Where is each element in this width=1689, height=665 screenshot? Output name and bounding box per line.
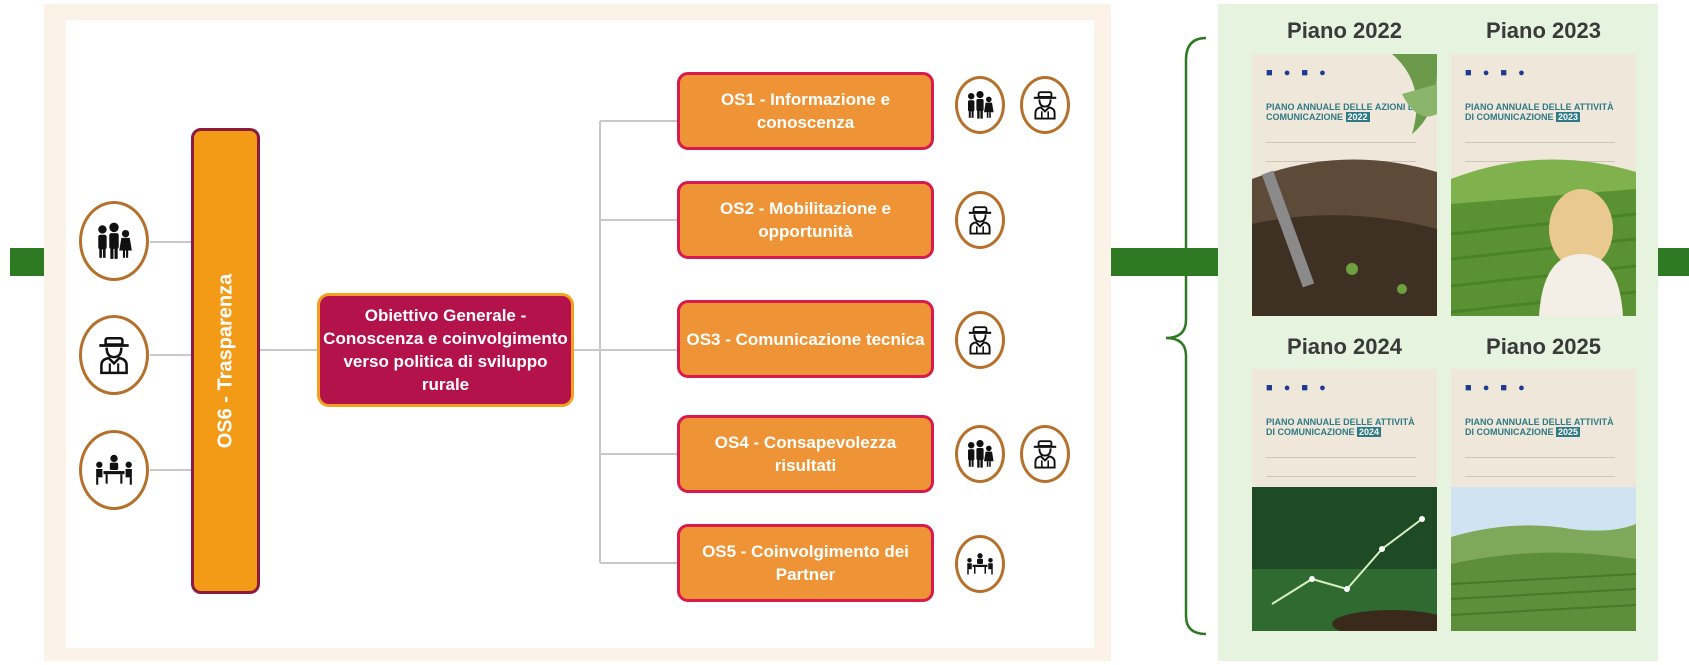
os5-box: OS5 - Coinvolgimento dei Partner — [677, 524, 934, 602]
os3-box: OS3 - Comunicazione tecnica — [677, 300, 934, 378]
families-icon — [955, 76, 1005, 134]
cover-title-text: PIANO ANNUALE DELLE AZIONI DI COMUNICAZI… — [1266, 102, 1417, 122]
plan-2022-title: Piano 2022 — [1287, 18, 1402, 43]
cover-title-text: PIANO ANNUALE DELLE ATTIVITÀ DI COMUNICA… — [1465, 102, 1614, 122]
logos-strip: ■ ● ■ ● — [1266, 382, 1330, 394]
connector-lines — [150, 120, 678, 564]
cover-photo-vineyard — [1451, 487, 1636, 631]
obiettivo-generale-box: Obiettivo Generale - Conoscenza e coinvo… — [317, 293, 574, 407]
logos-strip: ■ ● ■ ● — [1465, 67, 1529, 79]
logos-strip: ■ ● ■ ● — [1266, 67, 1330, 79]
cover-year: 2024 — [1357, 427, 1382, 437]
farmer-icon — [79, 315, 149, 395]
os1-label: OS1 - Informazione e conoscenza — [720, 90, 891, 132]
cover-photo-field — [1451, 159, 1636, 316]
cover-title: PIANO ANNUALE DELLE AZIONI DI COMUNICAZI… — [1266, 102, 1426, 122]
plan-2024-cover[interactable]: ■ ● ■ ● PIANO ANNUALE DELLE ATTIVITÀ DI … — [1252, 369, 1437, 631]
logos-strip: ■ ● ■ ● — [1465, 382, 1529, 394]
farmer-icon — [955, 311, 1005, 369]
families-icon — [79, 201, 149, 281]
os2-box: OS2 - Mobilitazione e opportunità — [677, 181, 934, 259]
farmer-icon — [1020, 425, 1070, 483]
cover-photo-soil — [1252, 54, 1437, 316]
os1-box: OS1 - Informazione e conoscenza — [677, 72, 934, 150]
cover-subtitle-lines — [1465, 457, 1615, 477]
os4-label: OS4 - Consapevolezza risultati — [714, 433, 897, 475]
plan-2025-title: Piano 2025 — [1486, 334, 1601, 359]
os6-label: OS6 - Trasparenza — [214, 273, 236, 449]
families-icon — [955, 425, 1005, 483]
meeting-icon — [955, 535, 1005, 593]
plan-2025-cover[interactable]: ■ ● ■ ● PIANO ANNUALE DELLE ATTIVITÀ DI … — [1451, 369, 1636, 631]
plan-2023-title: Piano 2023 — [1486, 18, 1601, 43]
os6-trasparenza-box: OS6 - Trasparenza — [191, 128, 260, 594]
os4-box: OS4 - Consapevolezza risultati — [677, 415, 934, 493]
os5-label: OS5 - Coinvolgimento dei Partner — [702, 542, 909, 584]
os2-label: OS2 - Mobilitazione e opportunità — [720, 199, 891, 241]
meeting-icon — [79, 430, 149, 510]
cover-title-text: PIANO ANNUALE DELLE ATTIVITÀ DI COMUNICA… — [1266, 417, 1415, 437]
obiettivo-generale-label: Obiettivo Generale - Conoscenza e coinvo… — [323, 306, 568, 394]
cover-year: 2023 — [1556, 112, 1581, 122]
os3-label: OS3 - Comunicazione tecnica — [686, 329, 925, 349]
cover-photo-sprout — [1252, 487, 1437, 631]
plan-2023-cover[interactable]: ■ ● ■ ● PIANO ANNUALE DELLE ATTIVITÀ DI … — [1451, 54, 1636, 316]
cover-title-text: PIANO ANNUALE DELLE ATTIVITÀ DI COMUNICA… — [1465, 417, 1614, 437]
plan-2024-title: Piano 2024 — [1287, 334, 1402, 359]
farmer-icon — [1020, 76, 1070, 134]
cover-title: PIANO ANNUALE DELLE ATTIVITÀ DI COMUNICA… — [1465, 417, 1625, 437]
cover-year: 2022 — [1345, 112, 1370, 122]
farmer-icon — [955, 191, 1005, 249]
cover-title: PIANO ANNUALE DELLE ATTIVITÀ DI COMUNICA… — [1465, 102, 1625, 122]
plan-2022-cover[interactable]: ■ ● ■ ● PIANO ANNUALE DELLE AZIONI DI CO… — [1252, 54, 1437, 316]
cover-subtitle-lines — [1266, 457, 1416, 477]
cover-title: PIANO ANNUALE DELLE ATTIVITÀ DI COMUNICA… — [1266, 417, 1426, 437]
cover-year: 2025 — [1556, 427, 1581, 437]
brace-icon — [1165, 36, 1207, 636]
